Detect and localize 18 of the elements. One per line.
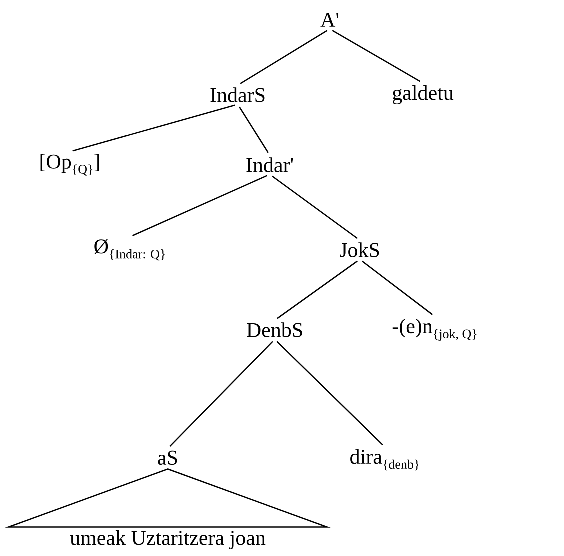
tree-branch xyxy=(72,104,236,152)
tree-label: umeak Uztaritzera joan xyxy=(70,530,266,550)
tree-branch xyxy=(132,175,268,236)
tree-label: JokS xyxy=(340,242,380,258)
tree-branch xyxy=(170,341,274,448)
tree-label: aS xyxy=(158,450,178,466)
tree-branch xyxy=(272,176,358,240)
tree-branch xyxy=(362,260,434,316)
tree-branch xyxy=(332,30,421,82)
tree-branch xyxy=(277,260,358,320)
tree-label: A' xyxy=(320,13,339,27)
tree-label: Indar' xyxy=(246,158,294,172)
tree-label: DenbS xyxy=(247,322,302,338)
tree-label: IndarS xyxy=(210,88,265,102)
tree-branch xyxy=(239,106,269,154)
tree-branch xyxy=(240,30,328,84)
tree-branch xyxy=(276,341,384,446)
tree-label: galdetu xyxy=(393,85,454,105)
